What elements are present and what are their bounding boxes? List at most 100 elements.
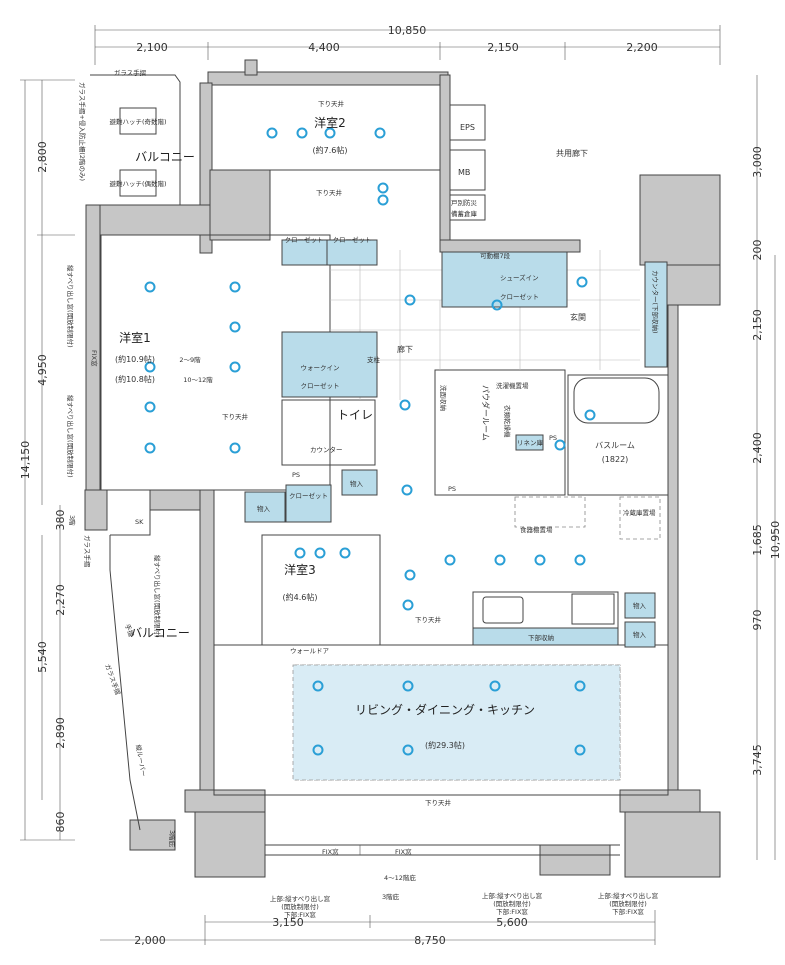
ceiling-light-icon (534, 554, 546, 566)
ceiling-light-icon (444, 554, 456, 566)
ceiling-lights (144, 127, 596, 756)
handrail-label: 手摺 (123, 623, 136, 639)
window-note: 上部:縦すべり出し窓 (270, 894, 331, 903)
ceiling-light-icon (402, 680, 414, 692)
eave-3-label: 3階庇 (382, 892, 400, 901)
room-western3-size: (約4.6帖) (283, 592, 318, 602)
fix-window-label: FIX窓 (395, 847, 412, 856)
ceiling-light-icon (401, 484, 413, 496)
entrance-label: 玄関 (570, 312, 586, 322)
dim-bottom-total: 2,000 (134, 934, 166, 947)
ceiling-light-icon (229, 281, 241, 293)
sk-label: SK (135, 518, 144, 526)
ceiling-light-icon (374, 127, 386, 139)
lowered-ceiling-label: 下り天井 (316, 188, 343, 197)
lowered-ceiling-label: 下り天井 (222, 412, 249, 421)
dim-right: 3,745 (751, 744, 764, 776)
linen-label: リネン庫 (517, 438, 544, 447)
shelves-label: 可動棚7段 (480, 251, 511, 260)
room-western3-name: 洋室3 (284, 562, 316, 577)
eave-4-12-label: 4〜12階庇 (384, 873, 416, 882)
lowered-ceiling-label: 下り天井 (318, 99, 345, 108)
glass-rail-label: ガラス手摺 (83, 535, 92, 568)
common-corridor-label: 共用廊下 (556, 148, 588, 158)
storage-label: 物入 (633, 630, 647, 639)
dim-right: 200 (751, 240, 764, 261)
closet-label: クローゼット (285, 235, 324, 244)
glass-rail-label: ガラス手摺 (103, 663, 123, 697)
fix-window-side-label: FIX窓 (90, 350, 99, 367)
hatch-even-label: 避難ハッチ(偶数階) (109, 179, 166, 188)
room-ldk-name: リビング・ダイニング・キッチン (355, 702, 535, 717)
room-western1-floors-a: 2〜9階 (179, 355, 201, 364)
dim-right: 2,150 (751, 309, 764, 341)
dim-right: 970 (751, 610, 764, 631)
dim-left: 2,800 (36, 141, 49, 173)
dim-left-total: 14,150 (19, 441, 32, 480)
storage-4 (624, 621, 656, 648)
ceiling-light-icon (339, 547, 351, 559)
window-note: 上部:縦すべり出し窓 (598, 891, 659, 900)
hallway-label: 廊下 (397, 344, 413, 354)
storage-label: 物入 (257, 504, 271, 513)
dim-left: 380 (54, 510, 67, 531)
storage-label-2: 備蓄倉庫 (451, 209, 478, 218)
closet-label: クローゼット (333, 235, 372, 244)
closet-2 (326, 239, 378, 266)
ceiling-light-icon (574, 680, 586, 692)
room-western2-name: 洋室2 (314, 115, 346, 130)
vertical-window-label: 縦すべり出し窓(開放制限付) (66, 395, 75, 478)
window-note: 下部:FIX窓 (612, 907, 644, 916)
ceiling-light-icon (144, 281, 156, 293)
dim-top-total: 10,850 (388, 24, 427, 37)
louver-label: 縦ルーバー (134, 744, 148, 778)
ceiling-light-icon (377, 182, 389, 194)
walkin-label: ウォークイン (301, 364, 340, 372)
annotation-labels: ガラス手摺 ガラス手摺+侵入防止柵(2階のみ) 避難ハッチ(奇数階) 避難ハッチ… (66, 68, 660, 919)
dim-bottom: 5,600 (496, 916, 528, 929)
ceiling-light-icon (584, 409, 596, 421)
shoes-in-closet (441, 251, 568, 308)
walkin-closet-label: クローゼット (301, 381, 340, 390)
room-western1-name: 洋室1 (119, 330, 151, 345)
room-western2-size: (約7.6帖) (313, 145, 348, 155)
vertical-window-label: 縦すべり出し窓(開放制限付) (153, 555, 162, 638)
ceiling-light-icon (491, 299, 503, 311)
ceiling-light-icon (312, 680, 324, 692)
wall-door-label: ウォールドア (290, 647, 330, 655)
storage-2 (341, 469, 378, 496)
floor3-label: 3階 (68, 515, 77, 526)
ceiling-light-icon (144, 442, 156, 454)
ceiling-light-icon (377, 194, 389, 206)
dish-shelf-label: 食器棚置場 (520, 525, 553, 534)
ceiling-light-icon (576, 276, 588, 288)
dim-top: 2,150 (487, 41, 519, 54)
dim-left: 860 (54, 812, 67, 833)
bathroom-size: (1822) (602, 455, 629, 464)
counter-storage-label: カウンター(下部収納) (651, 270, 660, 334)
closet-3 (285, 484, 332, 523)
window-note: (開放制限付) (281, 902, 319, 911)
dim-right: 2,400 (751, 432, 764, 464)
dim-bottom: 3,150 (272, 916, 304, 929)
closet-label: クローゼット (289, 491, 328, 500)
dim-left: 4,950 (36, 354, 49, 386)
window-note: 上部:縦すべり出し窓 (482, 891, 543, 900)
washer-label: 洗濯機置場 (496, 381, 529, 390)
room-western1-size-a: (約10.9帖) (115, 354, 155, 364)
ceiling-light-icon (296, 127, 308, 139)
dim-top: 2,100 (136, 41, 168, 54)
ceiling-light-icon (574, 554, 586, 566)
dim-left: 2,890 (54, 717, 67, 749)
wash-storage-label: 洗面収納 (439, 385, 448, 411)
ceiling-light-icon (144, 401, 156, 413)
walkin-closet (281, 331, 378, 398)
vertical-window-label: 縦すべり出し窓(開放制限付) (66, 265, 75, 348)
balcony-bottom-label: バルコニー (130, 626, 190, 640)
room-ldk-size: (約29.3帖) (425, 740, 465, 750)
ceiling-light-icon (494, 554, 506, 566)
ceiling-light-icon (399, 399, 411, 411)
ceiling-light-icon (314, 547, 326, 559)
storage-areas (244, 239, 668, 781)
lowered-ceiling-label: 下り天井 (425, 798, 452, 807)
